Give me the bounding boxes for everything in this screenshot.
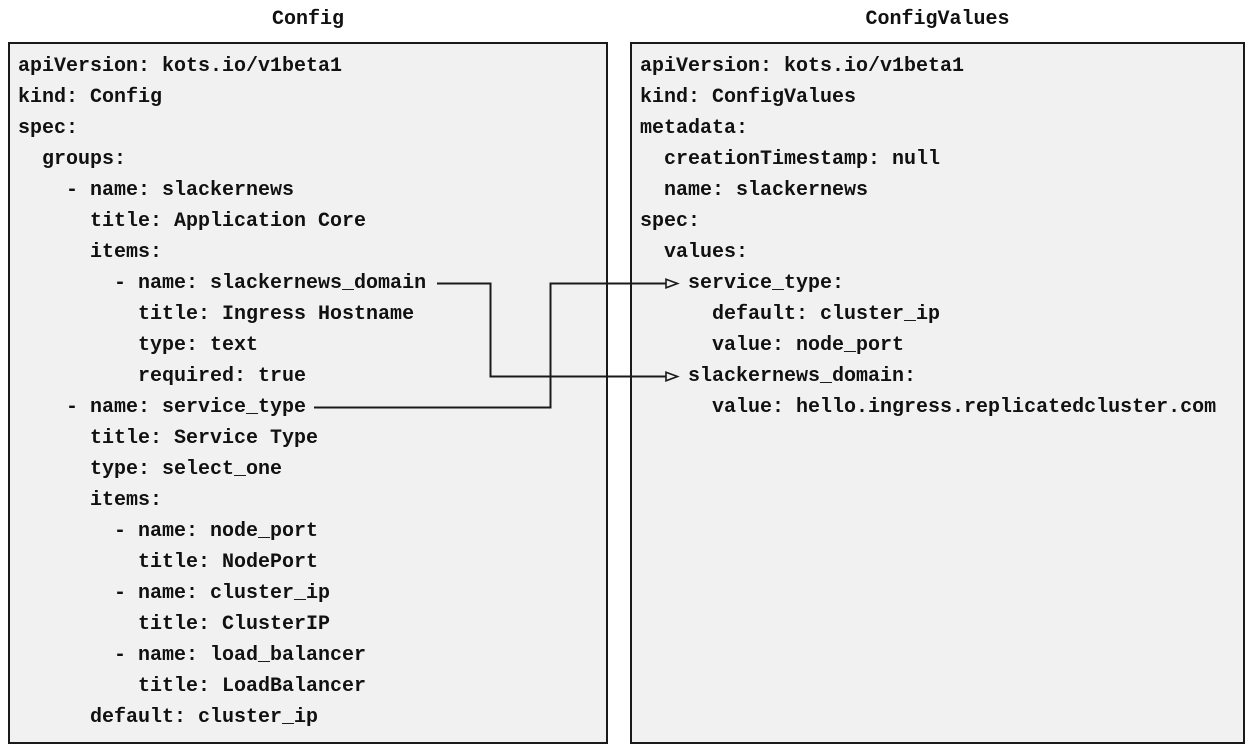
code-line: title: NodePort bbox=[18, 551, 319, 574]
code-line: kind: Config bbox=[18, 86, 163, 109]
code-line: required: true bbox=[18, 365, 307, 388]
code-line: kind: ConfigValues bbox=[640, 86, 857, 109]
configvalues-panel-title: ConfigValues bbox=[865, 8, 1010, 31]
code-line: type: select_one bbox=[18, 458, 283, 481]
code-line: type: text bbox=[18, 334, 259, 357]
code-line: items: bbox=[18, 489, 163, 512]
code-line: default: cluster_ip bbox=[18, 706, 319, 729]
code-line: name: slackernews bbox=[640, 179, 869, 202]
config-code-box: apiVersion: kots.io/v1beta1 kind: Config s… bbox=[8, 42, 608, 744]
code-line: - name: load_balancer bbox=[18, 644, 367, 667]
code-line: metadata: bbox=[640, 117, 749, 140]
code-line: apiVersion: kots.io/v1beta1 bbox=[640, 55, 965, 78]
code-line: value: hello.ingress.replicatedcluster.c… bbox=[640, 396, 1217, 419]
code-line: slackernews_domain: bbox=[640, 365, 917, 388]
code-line: groups: bbox=[18, 148, 127, 171]
config-panel-title: Config bbox=[271, 8, 344, 31]
code-line: - name: node_port bbox=[18, 520, 319, 543]
code-line: - name: slackernews bbox=[18, 179, 295, 202]
code-line: title: ClusterIP bbox=[18, 613, 331, 636]
code-line: - name: service_type bbox=[18, 396, 307, 419]
code-line: value: node_port bbox=[640, 334, 905, 357]
code-line: - name: cluster_ip bbox=[18, 582, 331, 605]
configvalues-code-box: apiVersion: kots.io/v1beta1 kind: ConfigV… bbox=[630, 42, 1245, 744]
config-yaml-code: apiVersion: kots.io/v1beta1 kind: Config s… bbox=[10, 44, 606, 733]
code-line: title: Service Type bbox=[18, 427, 319, 450]
code-line: title: Ingress Hostname bbox=[18, 303, 415, 326]
code-line: items: bbox=[18, 241, 163, 264]
code-line: title: LoadBalancer bbox=[18, 675, 367, 698]
code-line: - name: slackernews_domain bbox=[18, 272, 427, 295]
code-line: service_type: bbox=[640, 272, 845, 295]
code-line: spec: bbox=[640, 210, 701, 233]
code-line: apiVersion: kots.io/v1beta1 bbox=[18, 55, 343, 78]
code-line: title: Application Core bbox=[18, 210, 367, 233]
code-line: creationTimestamp: null bbox=[640, 148, 941, 171]
code-line: values: bbox=[640, 241, 749, 264]
code-line: spec: bbox=[18, 117, 79, 140]
code-line: default: cluster_ip bbox=[640, 303, 941, 326]
configvalues-yaml-code: apiVersion: kots.io/v1beta1 kind: ConfigV… bbox=[632, 44, 1243, 423]
